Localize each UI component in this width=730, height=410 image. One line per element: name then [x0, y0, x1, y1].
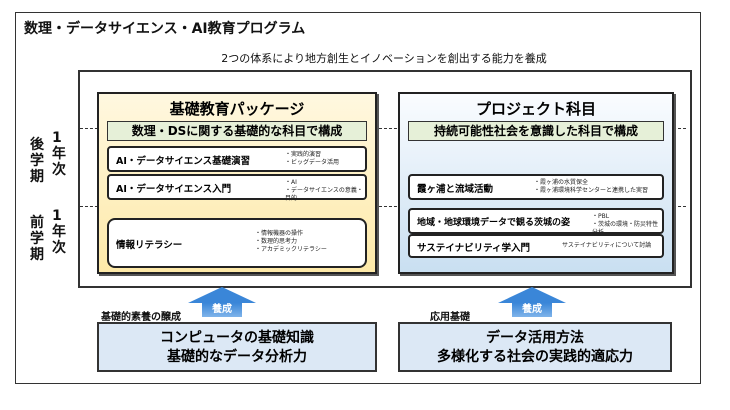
course-card: AI・データサイエンス基礎演習 ・実践的演習・ビッグデータ活用: [107, 146, 367, 172]
package-band: 持続可能性社会を意識した科目で構成: [408, 121, 664, 141]
course-note: ・実践的演習: [285, 151, 322, 158]
outcome-line: コンピュータの基礎知識: [160, 330, 314, 346]
term-char: 1: [52, 130, 62, 146]
basic-package-box: 基礎教育パッケージ 数理・DSに関する基礎的な科目で構成 AI・データサイエンス…: [97, 92, 377, 274]
term-char: 1: [52, 208, 62, 224]
course-note: ・茨城の環境・防災特性分析: [592, 221, 659, 236]
course-notes: ・情報機器の操作・数理的思考力・アカデミックリテラシー: [255, 230, 327, 254]
arrow-up-icon: 養成: [498, 287, 566, 317]
course-card: 霞ヶ浦と流域活動 ・霞ヶ浦の水質保全・霞ヶ浦環境科学センターと連携した実習: [408, 174, 664, 200]
term-char: 年: [52, 224, 66, 240]
outer-frame: [15, 12, 701, 384]
term-char: 前: [30, 215, 44, 231]
course-card: 情報リテラシー ・情報機器の操作・数理的思考力・アカデミックリテラシー: [107, 218, 367, 268]
course-note: ・霞ヶ浦環境科学センターと連携した実習: [534, 187, 649, 194]
course-note: ・PBL: [592, 213, 610, 220]
term-char: 次: [52, 240, 66, 256]
course-notes: ・PBL・茨城の環境・防災特性分析: [592, 213, 662, 237]
course-name: サステイナビリティ学入門: [417, 243, 531, 254]
package-title: プロジェクト科目: [475, 100, 596, 118]
outcome-line: 多様化する社会の実践的適応力: [437, 349, 633, 365]
term-char: 年: [52, 146, 66, 162]
course-note: ・霞ヶ浦の水質保全: [534, 179, 589, 186]
course-note: ・データサイエンスの意義・目的: [285, 187, 363, 202]
project-subjects-box: プロジェクト科目 持続可能性社会を意識した科目で構成 霞ヶ浦と流域活動 ・霞ヶ浦…: [398, 92, 674, 274]
basis-label-left: 基礎的素養の醸成: [101, 312, 181, 323]
package-title: 基礎教育パッケージ: [169, 100, 305, 118]
term-char: 学: [30, 231, 44, 247]
course-note: ・ビッグデータ活用: [285, 159, 340, 166]
course-notes: ・実践的演習・ビッグデータ活用: [285, 151, 339, 167]
diagram-subtitle: 2つの体系により地方創生とイノベーションを創出する能力を養成: [221, 52, 547, 65]
diagram-title: 数理・データサイエンス・AI教育プログラム: [24, 21, 306, 37]
term-char: 後: [30, 137, 44, 153]
program-box: [78, 70, 692, 288]
outcome-box-right: データ活用方法多様化する社会の実践的適応力: [398, 322, 672, 372]
term-char: 期: [30, 169, 44, 185]
course-note: ・情報機器の操作: [255, 230, 304, 237]
course-note: ・数理的思考力: [255, 238, 298, 245]
term-char: 次: [52, 162, 66, 178]
basis-label-right: 応用基礎: [430, 312, 470, 323]
arrow-label: 養成: [512, 303, 552, 317]
term-divider-line: [80, 128, 686, 129]
term-char: 学: [30, 153, 44, 169]
term-divider-line: [80, 206, 686, 207]
course-card: 地域・地球環境データで観る茨城の姿 ・PBL・茨城の環境・防災特性分析: [408, 208, 664, 237]
course-card: サステイナビリティ学入門 サステイナビリティについて討論: [408, 234, 664, 258]
outcome-box-left: コンピュータの基礎知識基礎的なデータ分析力: [97, 322, 377, 372]
term-later-label: 後学期: [30, 137, 44, 185]
term-earlier-label: 前学期: [30, 215, 44, 263]
arrow-up-icon: 養成: [188, 287, 256, 317]
term-char: 期: [30, 247, 44, 263]
course-name: 地域・地球環境データで観る茨城の姿: [417, 218, 571, 228]
outcome-line: データ活用方法: [486, 330, 584, 346]
course-card: AI・データサイエンス入門 ・AI・データサイエンスの意義・目的: [107, 174, 367, 203]
arrow-label: 養成: [202, 303, 242, 317]
course-notes: ・霞ヶ浦の水質保全・霞ヶ浦環境科学センターと連携した実習: [534, 179, 648, 195]
package-band: 数理・DSに関する基礎的な科目で構成: [107, 121, 367, 141]
course-note: ・アカデミックリテラシー: [255, 246, 327, 253]
course-name: 情報リテラシー: [116, 240, 183, 251]
course-notes: ・AI・データサイエンスの意義・目的: [285, 179, 365, 203]
course-notes: サステイナビリティについて討論: [562, 242, 651, 250]
course-name: AI・データサイエンス基礎演習: [116, 156, 251, 167]
outcome-line: 基礎的なデータ分析力: [167, 349, 307, 365]
course-name: 霞ヶ浦と流域活動: [417, 184, 494, 195]
course-name: AI・データサイエンス入門: [116, 184, 232, 195]
course-note: サステイナビリティについて討論: [562, 242, 652, 249]
course-note: ・AI: [285, 179, 297, 186]
